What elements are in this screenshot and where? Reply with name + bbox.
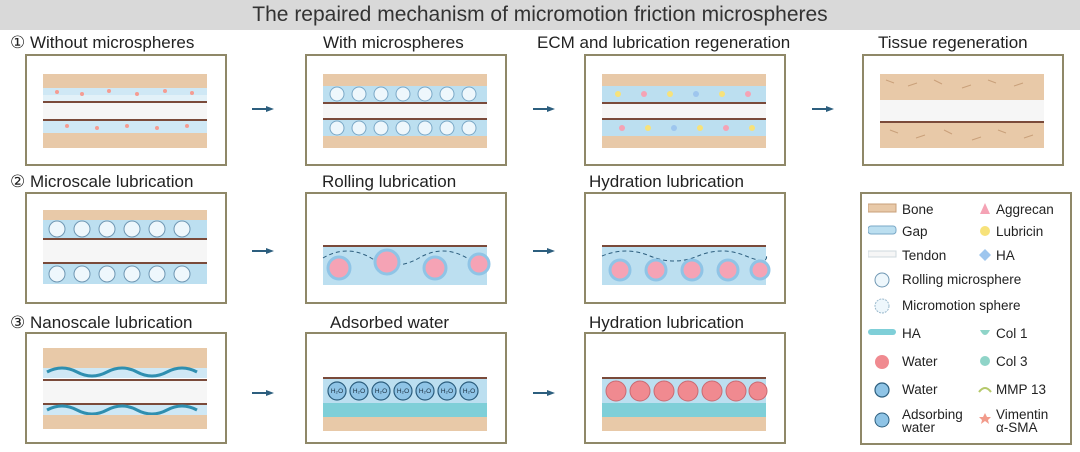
arrow-icon xyxy=(812,106,834,112)
svg-text:H₂O: H₂O xyxy=(463,388,475,395)
legend-ha-strand: HA xyxy=(868,326,921,341)
label-with-microspheres: With microspheres xyxy=(323,33,464,53)
ha-diamond-icon xyxy=(978,248,992,262)
svg-text:H₂O: H₂O xyxy=(353,388,365,395)
lubricin-icon xyxy=(978,224,992,238)
svg-text:H₂O: H₂O xyxy=(397,388,409,395)
arrow-icon xyxy=(533,106,555,112)
aggrecan-icon xyxy=(978,202,992,216)
legend-col3: Col 3 xyxy=(978,354,1028,369)
legend-water-pink: Water xyxy=(868,354,938,369)
legend-micromotion-sphere: Micromotion sphere xyxy=(868,298,1021,313)
legend-gap: Gap xyxy=(868,224,928,239)
legend-lubricin: Lubricin xyxy=(978,224,1043,239)
legend-ha-diamond: HA xyxy=(978,248,1015,263)
svg-text:H₂O: H₂O xyxy=(419,388,431,395)
legend-aggrecan: Aggrecan xyxy=(978,202,1054,217)
label-hydration-lubrication-1: Hydration lubrication xyxy=(589,172,744,192)
label-nanoscale-lubrication: ③ Nanoscale lubrication xyxy=(10,313,193,333)
arrow-icon xyxy=(533,248,555,254)
panel-rolling-lubrication xyxy=(305,192,507,304)
label-microscale-lubrication: ② Microscale lubrication xyxy=(10,172,193,192)
arrow-icon xyxy=(533,390,555,396)
panel-hydration-lubrication-2 xyxy=(584,332,786,444)
water-droplet-icon xyxy=(868,354,898,370)
legend-col1: Col 1 xyxy=(978,326,1028,341)
panel-microscale-lubrication xyxy=(25,192,227,304)
vimentin-icon xyxy=(978,408,992,428)
col3-icon xyxy=(978,354,992,368)
title-bar: The repaired mechanism of micromotion fr… xyxy=(0,0,1080,30)
mmp13-icon xyxy=(978,382,992,396)
legend-vimentin: Vimentin α-SMA xyxy=(978,408,1048,434)
label-without-microspheres: ① Without microspheres xyxy=(10,33,194,53)
diagram-title: The repaired mechanism of micromotion fr… xyxy=(0,0,1080,30)
arrow-icon xyxy=(252,106,274,112)
label-adsorbed-water: Adsorbed water xyxy=(330,313,449,333)
panel-hydration-lubrication-1 xyxy=(584,192,786,304)
panel-adsorbed-water: H₂O H₂O H₂O H₂O H₂O H₂O H₂O xyxy=(305,332,507,444)
rolling-microsphere-icon xyxy=(868,272,898,288)
ha-strand-icon xyxy=(868,326,898,338)
panel-tissue-regeneration xyxy=(862,54,1064,166)
panel-nanoscale-lubrication xyxy=(25,332,227,444)
arrow-icon xyxy=(252,390,274,396)
legend-mmp13: MMP 13 xyxy=(978,382,1046,397)
water-droplet-icon xyxy=(868,382,898,398)
legend-bone: Bone xyxy=(868,202,934,217)
panel-without-microspheres xyxy=(25,54,227,166)
svg-text:H₂O: H₂O xyxy=(441,388,453,395)
panel-ecm-regeneration xyxy=(584,54,786,166)
legend-water-blue: Water xyxy=(868,382,938,397)
col1-icon xyxy=(978,326,992,340)
micromotion-sphere-icon xyxy=(868,298,898,314)
water-droplet-icon xyxy=(868,408,898,428)
legend-rolling-microsphere: Rolling microsphere xyxy=(868,272,1021,287)
label-hydration-lubrication-2: Hydration lubrication xyxy=(589,313,744,333)
legend: Bone Gap Tendon Rolling microsphere Micr… xyxy=(860,192,1072,445)
legend-tendon: Tendon xyxy=(868,248,946,263)
label-tissue-regeneration: Tissue regeneration xyxy=(878,33,1028,53)
legend-adsorbing-water: Adsorbing water xyxy=(868,408,963,434)
label-ecm-regeneration: ECM and lubrication regeneration xyxy=(537,33,790,53)
arrow-icon xyxy=(252,248,274,254)
svg-text:H₂O: H₂O xyxy=(375,388,387,395)
svg-text:H₂O: H₂O xyxy=(331,388,343,395)
label-rolling-lubrication: Rolling lubrication xyxy=(322,172,456,192)
panel-with-microspheres xyxy=(305,54,507,166)
